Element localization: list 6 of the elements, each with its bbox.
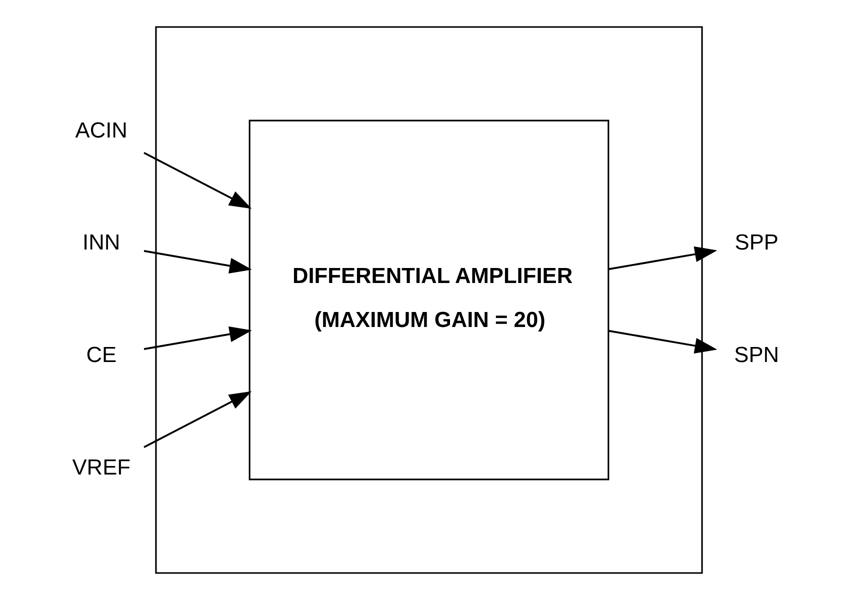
node-text: INN: [82, 230, 120, 255]
node-text: SPN: [734, 342, 780, 367]
node-text: VREF: [72, 454, 130, 480]
node-text: SPP: [734, 230, 778, 255]
node-text: ACIN: [75, 117, 128, 142]
node-text: CE: [86, 342, 117, 367]
